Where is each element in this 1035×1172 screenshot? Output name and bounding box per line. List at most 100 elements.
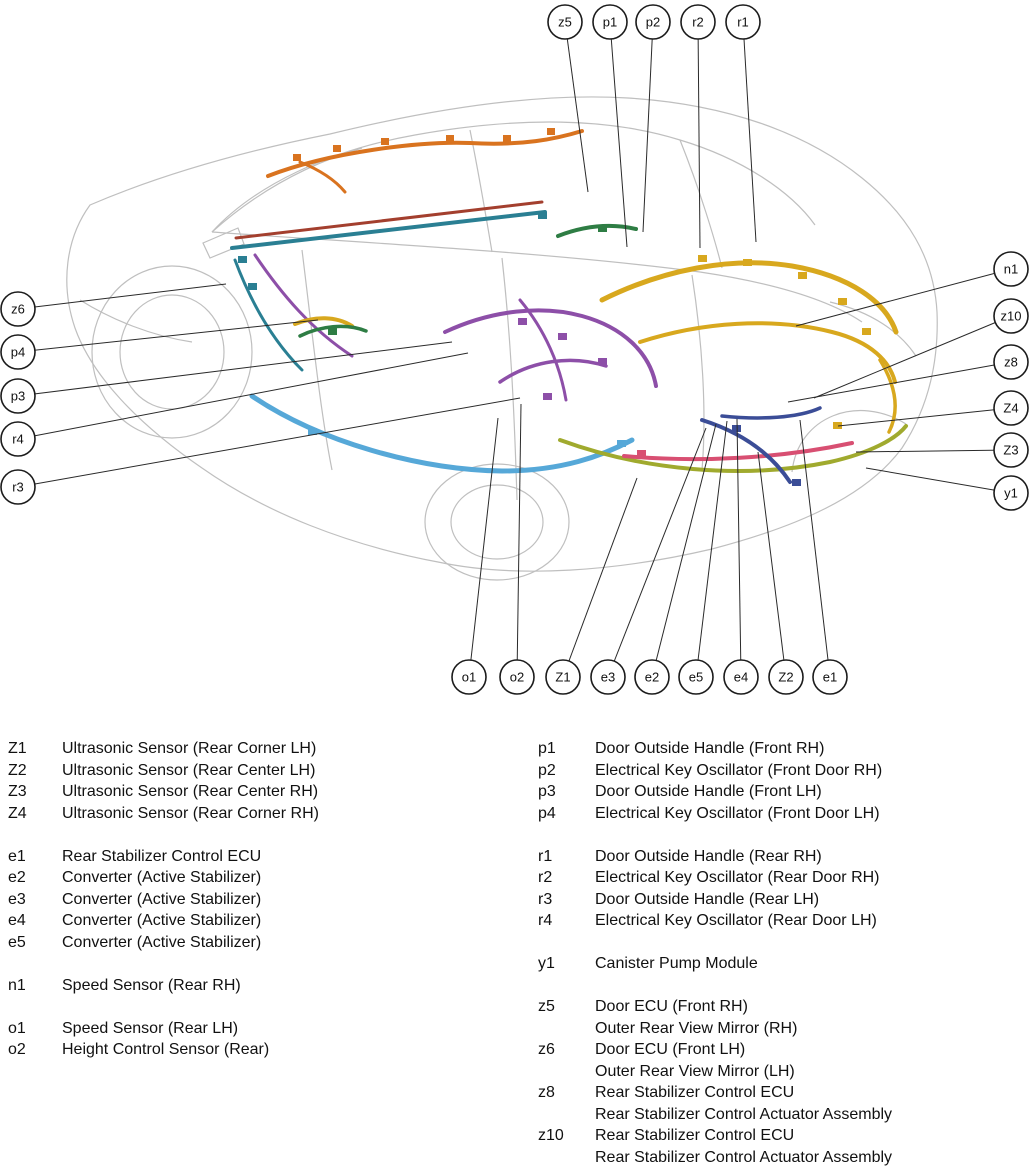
legend-code: r4 — [538, 912, 553, 929]
callout-circle — [451, 659, 487, 695]
legend-code: Z2 — [8, 761, 27, 779]
callout-circle — [0, 469, 36, 505]
callout-e4: e4 — [723, 418, 759, 695]
callout-z6: z6 — [0, 283, 227, 327]
legend-description: Speed Sensor (Rear LH) — [62, 1018, 238, 1040]
legend-description-line: Ultrasonic Sensor (Rear Corner LH) — [62, 740, 317, 757]
callout-z8: z8 — [787, 344, 1029, 403]
legend-code: o1 — [8, 1019, 26, 1037]
callout-leader-line — [757, 451, 787, 678]
harness-connectors — [238, 128, 871, 486]
legend-description-line: Converter (Active Stabilizer) — [62, 912, 262, 929]
legend-description-line: Converter (Active Stabilizer) — [62, 933, 262, 951]
callout-r2: r2 — [680, 4, 716, 249]
callout-leader-line — [795, 268, 1012, 327]
callout-e5: e5 — [678, 420, 728, 695]
callout-label: e1 — [823, 670, 837, 685]
callout-e1: e1 — [799, 419, 848, 695]
legend-description: Height Control Sensor (Rear) — [62, 1039, 269, 1061]
callout-label: Z3 — [1003, 443, 1018, 458]
legend-description-line: Door ECU (Front RH) — [595, 998, 748, 1015]
callout-circle — [0, 378, 36, 414]
callout-p1: p1 — [592, 4, 628, 248]
callout-leader-line — [468, 417, 499, 678]
callout-label: Z1 — [555, 670, 570, 685]
legend-description-line: Ultrasonic Sensor (Rear Center RH) — [62, 783, 319, 800]
callout-Z4: Z4 — [837, 390, 1029, 427]
callout-circle — [993, 251, 1029, 287]
legend-entry-o1: o1 Speed Sensor (Rear LH) — [8, 1018, 508, 1040]
callout-label: z10 — [1001, 309, 1022, 324]
legend-description-line: Electrical Key Oscillator (Front Door LH… — [595, 804, 880, 822]
callout-r1: r1 — [725, 4, 761, 243]
callout-leader-line — [865, 467, 1012, 494]
callout-label: e4 — [734, 670, 748, 685]
callout-p2: p2 — [635, 4, 671, 233]
legend-description-line: Outer Rear View Mirror (RH) — [595, 1019, 798, 1037]
callout-r4: r4 — [0, 352, 469, 457]
legend-description: Ultrasonic Sensor (Rear Corner LH) — [62, 738, 316, 760]
legend-description-line: Rear Stabilizer Control ECU — [62, 847, 262, 865]
callout-leader-line — [642, 21, 654, 233]
callout-circle — [0, 421, 36, 457]
callout-label: n1 — [1004, 262, 1018, 277]
callout-leader-line — [799, 419, 831, 678]
callout-circle — [547, 4, 583, 40]
callout-label: Z4 — [1003, 401, 1018, 416]
callout-label: y1 — [1004, 486, 1018, 501]
callout-label: r4 — [12, 432, 24, 447]
legend-code: Z4 — [8, 804, 27, 822]
legend-description: Door ECU (Front LH)Outer Rear View Mirro… — [595, 1039, 795, 1082]
legend-description: Electrical Key Oscillator (Rear Door RH) — [595, 867, 880, 889]
legend-description: Converter (Active Stabilizer) — [62, 867, 261, 889]
legend-code: z10 — [538, 1127, 564, 1144]
legend-description: Converter (Active Stabilizer) — [62, 932, 261, 954]
callout-leader-line — [697, 21, 701, 249]
callout-circle — [635, 4, 671, 40]
callout-o2: o2 — [499, 403, 535, 695]
legend-code: z6 — [538, 1041, 555, 1058]
callout-leader-line — [17, 341, 453, 397]
legend-code: e3 — [8, 890, 26, 908]
callout-z5: z5 — [547, 4, 589, 193]
legend-description: Door Outside Handle (Front LH) — [595, 781, 822, 803]
legend-description: Door Outside Handle (Rear LH) — [595, 889, 819, 911]
legend-description-line: Ultrasonic Sensor (Rear Corner RH) — [62, 804, 319, 822]
callout-label: e5 — [689, 670, 703, 685]
callout-z10: z10 — [813, 298, 1029, 399]
legend-code: p2 — [538, 761, 556, 779]
callout-label: e2 — [645, 670, 659, 685]
callout-label: z5 — [558, 15, 572, 30]
legend-description-line: Door Outside Handle (Front RH) — [595, 740, 825, 757]
legend-code: Z1 — [8, 740, 27, 757]
legend-description-line: Height Control Sensor (Rear) — [62, 1041, 270, 1058]
callout-leader-line — [609, 21, 628, 248]
callout-leader-line — [564, 21, 589, 193]
callout-p4: p4 — [0, 319, 319, 370]
legend-description: Door Outside Handle (Front RH) — [595, 738, 824, 760]
legend-description-line: Electrical Key Oscillator (Rear Door RH) — [595, 869, 880, 886]
callout-r3: r3 — [0, 397, 521, 505]
legend-description-line: Door ECU (Front LH) — [595, 1041, 746, 1058]
callout-leader-line — [736, 418, 742, 678]
callout-leader-line — [516, 403, 522, 678]
legend-description-line: Door Outside Handle (Rear RH) — [595, 847, 822, 865]
callout-leader-line — [855, 449, 1012, 453]
callout-label: e3 — [601, 670, 615, 685]
callout-leader-line — [17, 319, 319, 353]
